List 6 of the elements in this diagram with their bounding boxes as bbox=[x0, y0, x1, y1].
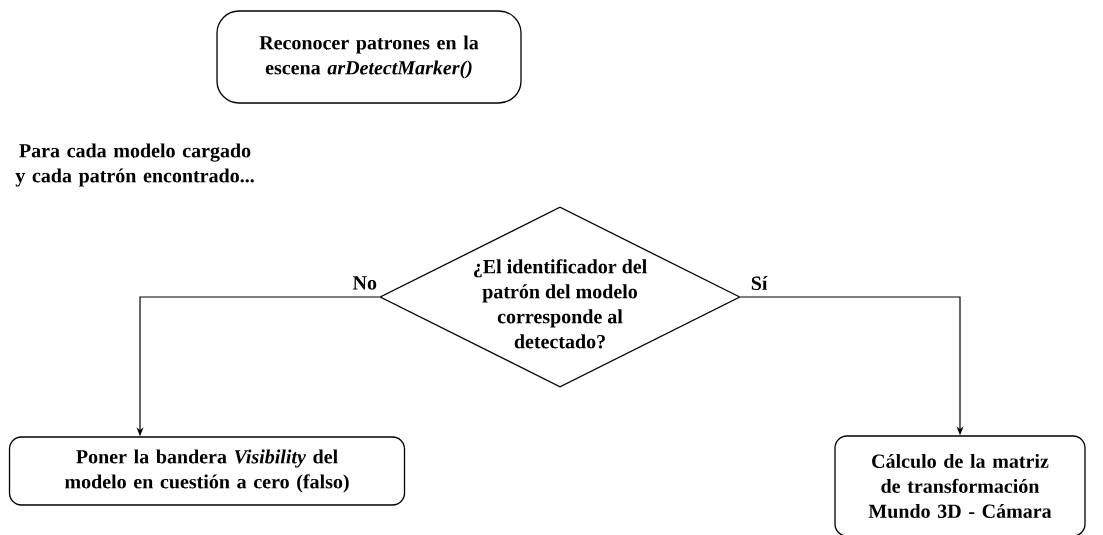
edge-label: No bbox=[352, 276, 377, 290]
process-box: Reconocer patrones en la escena arDetectMarker() bbox=[216, 10, 522, 104]
process-box: Cálculo de la matriz de transformación Mundo 3D - Cámara bbox=[834, 435, 1086, 535]
note-text: Para cada modelo cargado y cada patrón encontrado... bbox=[15, 143, 254, 187]
edge-label: Sí bbox=[751, 275, 768, 291]
process-box: Poner la bandera Visibility del modelo en cuestión a cero (falso) bbox=[8, 436, 406, 506]
